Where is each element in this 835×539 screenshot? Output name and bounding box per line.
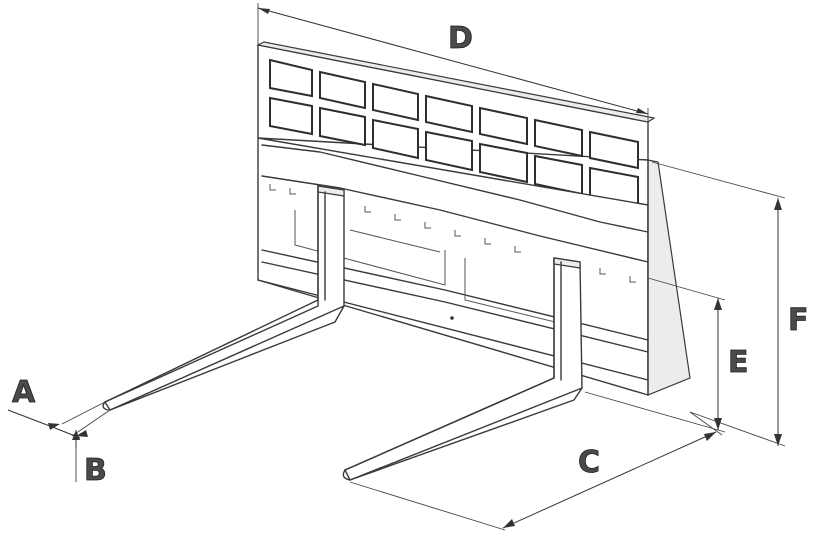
label-f: F <box>788 303 809 338</box>
label-b: B <box>84 453 107 488</box>
label-e: E <box>728 345 749 380</box>
guard-grid <box>269 58 639 208</box>
dimension-b: B <box>72 430 107 488</box>
left-fork <box>102 185 345 411</box>
dimension-d: D <box>257 3 649 122</box>
label-d: D <box>448 21 473 56</box>
top-guard-frame <box>256 41 656 208</box>
label-a: A <box>12 375 36 410</box>
right-fork <box>342 257 583 481</box>
label-c: C <box>578 445 600 480</box>
dimension-a: A <box>7 375 111 439</box>
dimension-c: C <box>349 411 723 531</box>
dimension-e: E <box>584 277 749 433</box>
carriage-hooks <box>269 184 636 283</box>
dimension-f: F <box>651 161 809 447</box>
